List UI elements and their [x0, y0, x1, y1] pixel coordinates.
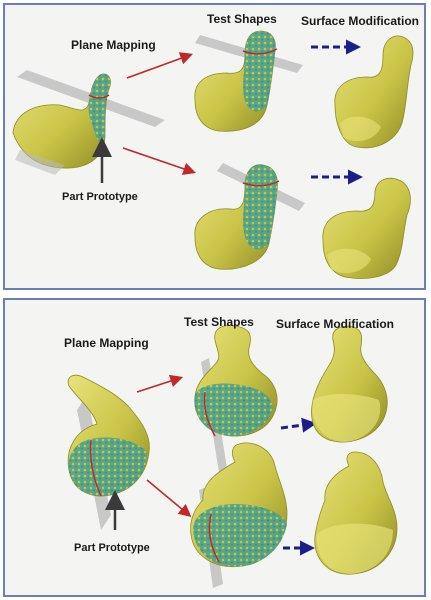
panel-bottom: Plane Mapping Test Shapes Surface Modifi…: [3, 298, 426, 597]
red-arrow-upper-bottom: [137, 378, 180, 392]
panel-top-figure: [5, 5, 426, 290]
surface-mod-1-bottom: [312, 326, 388, 442]
test-shape-1-top: [195, 31, 303, 131]
label-surface-modification-bottom: Surface Modification: [276, 317, 394, 331]
label-part-prototype-bottom: Part Prototype: [74, 542, 150, 554]
surface-mod-2-bottom: [315, 452, 397, 574]
label-test-shapes-bottom: Test Shapes: [184, 315, 254, 329]
part-prototype-bottom: [68, 375, 149, 530]
red-arrow-lower-bottom: [147, 480, 189, 515]
red-arrow-lower-top: [123, 148, 193, 172]
label-plane-mapping-top: Plane Mapping: [71, 38, 156, 52]
surface-mod-1-top: [335, 36, 413, 148]
red-arrow-upper-top: [127, 55, 190, 78]
part-prototype-top: [13, 70, 165, 175]
panel-top: Plane Mapping Test Shapes Surface Modifi…: [3, 3, 426, 290]
label-part-prototype-top: Part Prototype: [62, 191, 138, 203]
test-shape-2-bottom: [191, 443, 287, 588]
label-surface-modification-top: Surface Modification: [301, 14, 419, 28]
blue-arrow-upper-bottom: [281, 424, 311, 428]
surface-mod-2-top: [323, 178, 411, 278]
label-test-shapes-top: Test Shapes: [207, 12, 277, 26]
test-shape-2-top: [195, 163, 305, 269]
label-plane-mapping-bottom: Plane Mapping: [64, 336, 149, 350]
